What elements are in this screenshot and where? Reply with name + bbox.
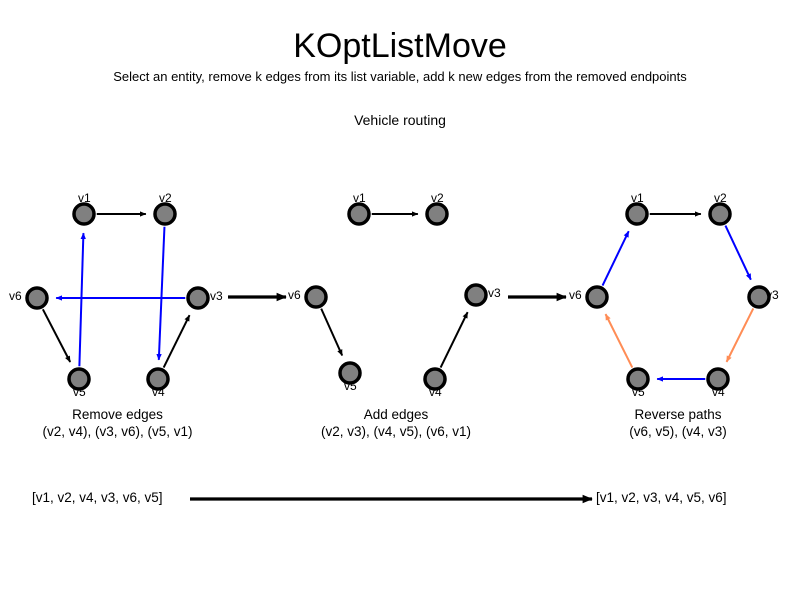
node-label-reverse-v6: v6 (569, 288, 582, 302)
node-label-reverse-v2: v2 (714, 191, 727, 205)
node-remove-v4[interactable] (146, 367, 170, 391)
node-remove-v6[interactable] (25, 286, 49, 310)
node-reverse-v4[interactable] (706, 367, 730, 391)
list-after: [v1, v2, v3, v4, v5, v6] (596, 490, 727, 505)
edge-remove-v6-to-v5 (41, 308, 72, 363)
node-label-add-v1: v1 (353, 191, 366, 205)
edge-remove-v4-to-v3 (162, 314, 191, 369)
node-add-v4[interactable] (423, 367, 447, 391)
list-before: [v1, v2, v4, v3, v6, v5] (32, 490, 163, 505)
edge-reverse-v2-to-v3 (724, 225, 752, 281)
caption-remove: Remove edges (v2, v4), (v3, v6), (v5, v1) (0, 406, 248, 440)
node-label-remove-v5: v5 (73, 385, 86, 399)
caption-detail-remove: (v2, v4), (v3, v6), (v5, v1) (42, 424, 193, 439)
node-label-reverse-v5: v5 (632, 385, 645, 399)
node-reverse-v3[interactable] (747, 285, 771, 309)
caption-add: Add edges (v2, v3), (v4, v5), (v6, v1) (266, 406, 526, 440)
caption-reverse: Reverse paths (v6, v5), (v4, v3) (548, 406, 800, 440)
edge-reverse-v3-to-v4 (725, 307, 755, 363)
node-label-reverse-v3: v3 (766, 288, 779, 302)
edge-add-v6-to-v5 (320, 308, 344, 356)
node-label-remove-v6: v6 (9, 289, 22, 303)
edge-reverse-v6-to-v1 (601, 230, 630, 286)
node-remove-v3[interactable] (186, 286, 210, 310)
caption-detail-add: (v2, v3), (v4, v5), (v6, v1) (320, 424, 472, 439)
node-label-add-v2: v2 (431, 191, 444, 205)
node-remove-v1[interactable] (72, 202, 96, 226)
edge-add-v4-to-v3 (439, 311, 469, 368)
caption-title-remove: Remove edges (72, 407, 163, 422)
node-remove-v2[interactable] (153, 202, 177, 226)
node-label-remove-v3: v3 (210, 289, 223, 303)
node-label-remove-v4: v4 (152, 385, 165, 399)
node-label-reverse-v1: v1 (631, 191, 644, 205)
node-reverse-v6[interactable] (585, 285, 609, 309)
node-label-add-v6: v6 (288, 288, 301, 302)
edge-remove-v2-to-v4 (156, 226, 166, 361)
edge-remove-v5-to-v1 (78, 232, 86, 367)
node-label-add-v5: v5 (344, 379, 357, 393)
edges-layer (41, 211, 755, 382)
caption-title-reverse: Reverse paths (634, 407, 722, 422)
node-label-add-v3: v3 (488, 286, 501, 300)
node-label-remove-v2: v2 (159, 191, 172, 205)
node-label-remove-v1: v1 (78, 191, 91, 205)
node-add-v2[interactable] (425, 202, 449, 226)
node-add-v3[interactable] (464, 283, 488, 307)
node-add-v5[interactable] (338, 361, 362, 385)
node-reverse-v1[interactable] (625, 202, 649, 226)
node-label-reverse-v4: v4 (712, 385, 725, 399)
caption-detail-reverse: (v6, v5), (v4, v3) (629, 424, 727, 439)
context-label: Vehicle routing (354, 112, 446, 128)
node-remove-v5[interactable] (67, 367, 91, 391)
caption-title-add: Add edges (363, 407, 429, 422)
page-title: KOptListMove (293, 27, 507, 65)
edge-reverse-v5-to-v6 (604, 313, 634, 369)
nodes-layer (25, 202, 771, 391)
node-add-v6[interactable] (304, 285, 328, 309)
node-reverse-v2[interactable] (708, 202, 732, 226)
page-subtitle: Select an entity, remove k edges from it… (113, 69, 687, 84)
node-label-add-v4: v4 (429, 385, 442, 399)
node-reverse-v5[interactable] (626, 367, 650, 391)
node-add-v1[interactable] (347, 202, 371, 226)
